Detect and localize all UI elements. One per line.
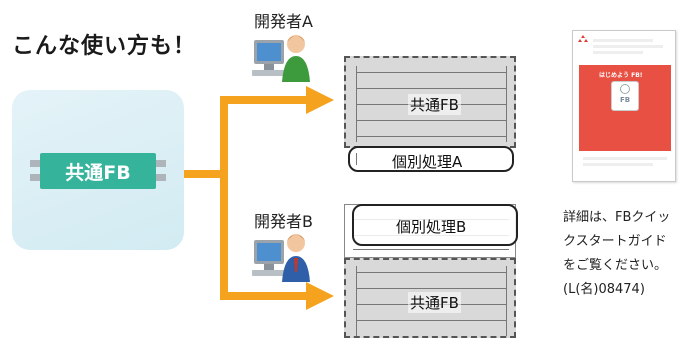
detail-line-2: クスタートガイド xyxy=(563,234,667,249)
detail-line-4: (L(名)08474) xyxy=(563,282,645,297)
ladder-rung xyxy=(356,288,506,289)
arrowhead-bottom-icon xyxy=(306,282,334,310)
company-logo-icon xyxy=(578,35,588,42)
developer-b-icon xyxy=(252,234,310,282)
arrowhead-top-icon xyxy=(306,86,334,114)
cover-text-bar xyxy=(593,51,643,54)
cover-text-bar xyxy=(593,45,663,48)
connector-vertical xyxy=(220,100,228,300)
detail-text: 詳細は、FBクイッ クスタートガイド をご覧ください。 (L(名)08474) xyxy=(563,206,693,302)
quick-start-guide-cover: はじめよう FB! FB xyxy=(572,30,676,182)
detail-line-3: をご覧ください。 xyxy=(563,258,668,273)
ladder-rung xyxy=(356,88,506,89)
ladder-rail xyxy=(356,153,357,165)
cover-text-bar xyxy=(583,163,653,166)
individual-proc-a-label: 個別処理A xyxy=(392,153,463,171)
connector-bottom xyxy=(220,292,314,300)
cover-fb-screen: FB xyxy=(611,81,639,111)
ladder-rung xyxy=(356,136,506,137)
connector-top xyxy=(220,96,314,104)
cover-text-bar xyxy=(593,39,653,42)
cover-text-bar xyxy=(583,157,667,160)
ladder-rung xyxy=(356,120,506,121)
detail-line-1: 詳細は、FBクイッ xyxy=(563,210,671,225)
developer-a-icon xyxy=(252,35,310,82)
individual-proc-a-box: 個別処理A xyxy=(348,146,514,172)
shared-fb-label: 共通FB xyxy=(65,162,131,184)
connector-main xyxy=(184,170,224,178)
developer-a-label: 開発者A xyxy=(254,12,313,31)
ladder-rail xyxy=(506,66,507,142)
individual-proc-b-label: 個別処理B xyxy=(396,218,467,236)
ladder-rail xyxy=(356,266,357,336)
shared-fb-b-label: 共通FB xyxy=(408,292,461,313)
ladder-rail xyxy=(356,66,357,142)
headline: こんな使い方も！ xyxy=(12,34,197,59)
ladder-rail xyxy=(506,266,507,336)
ladder-rung xyxy=(353,249,509,250)
ladder-rung xyxy=(356,320,506,321)
shared-fb-box-a: 共通FB xyxy=(344,56,516,148)
shared-fb-box-b: 共通FB xyxy=(344,258,516,338)
ladder-rung xyxy=(356,272,506,273)
ladder-rung xyxy=(356,72,506,73)
cover-title: はじめよう FB! xyxy=(599,72,643,79)
shared-fb-a-label: 共通FB xyxy=(408,94,461,115)
developer-b-label: 開発者B xyxy=(254,212,313,231)
power-icon xyxy=(620,84,630,94)
individual-proc-b-box: 個別処理B xyxy=(352,204,518,246)
cover-fb-text: FB xyxy=(619,96,631,104)
shared-fb-block: 共通FB xyxy=(40,153,156,189)
